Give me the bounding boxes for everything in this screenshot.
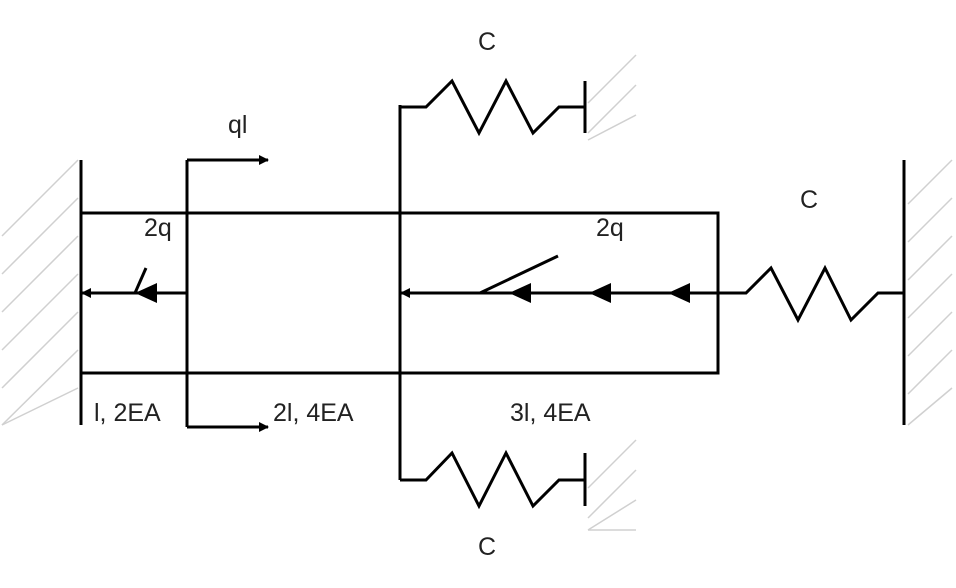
dist-load-left-tick xyxy=(133,267,148,294)
point-load-label: ql xyxy=(228,111,247,139)
hatch-line xyxy=(1,349,79,426)
hatch-line xyxy=(907,311,953,357)
hatch-line xyxy=(907,159,953,205)
hatch-line xyxy=(907,273,953,319)
hatch-line xyxy=(587,469,637,519)
hatch-line xyxy=(587,439,637,489)
hatch-line xyxy=(1,273,79,351)
hatch-line xyxy=(1,235,79,313)
dist-load-left-arrowhead xyxy=(135,283,157,303)
hatch-line xyxy=(907,387,953,426)
segment-1-label: l, 2EA xyxy=(94,399,161,427)
hatch-line xyxy=(907,235,953,281)
hatch-line xyxy=(587,84,637,134)
hatch-line xyxy=(587,499,637,531)
segment-3-label: 3l, 4EA xyxy=(510,399,591,427)
dist-load-right-tick xyxy=(479,254,559,295)
right-wall-hatch xyxy=(907,159,953,426)
segment-2-label: 2l, 4EA xyxy=(273,399,354,427)
spring-top xyxy=(400,77,585,137)
bottom-spring-support-hatch xyxy=(587,439,637,531)
spring-right-label: C xyxy=(800,186,818,214)
hatch-line xyxy=(587,54,637,104)
dist-load-right-arrowhead xyxy=(589,283,611,303)
dist-load-right-label: 2q xyxy=(596,214,624,242)
spring-top-label: C xyxy=(478,28,496,56)
hatch-line xyxy=(1,197,79,275)
spring-bottom-label: C xyxy=(478,533,496,561)
dist-load-left-label: 2q xyxy=(144,214,172,242)
spring-right xyxy=(718,264,904,324)
left-wall-hatch xyxy=(1,159,79,426)
spring-bottom xyxy=(400,449,585,510)
hatch-line xyxy=(907,197,953,243)
hatch-line xyxy=(907,349,953,395)
dist-load-right-arrowhead xyxy=(509,283,531,303)
hatch-line xyxy=(1,387,79,426)
top-spring-support-hatch xyxy=(587,54,637,141)
hatch-line xyxy=(1,311,79,389)
hatch-line xyxy=(1,159,79,237)
dist-load-right-arrowhead xyxy=(668,283,690,303)
hatch-line xyxy=(587,114,637,141)
